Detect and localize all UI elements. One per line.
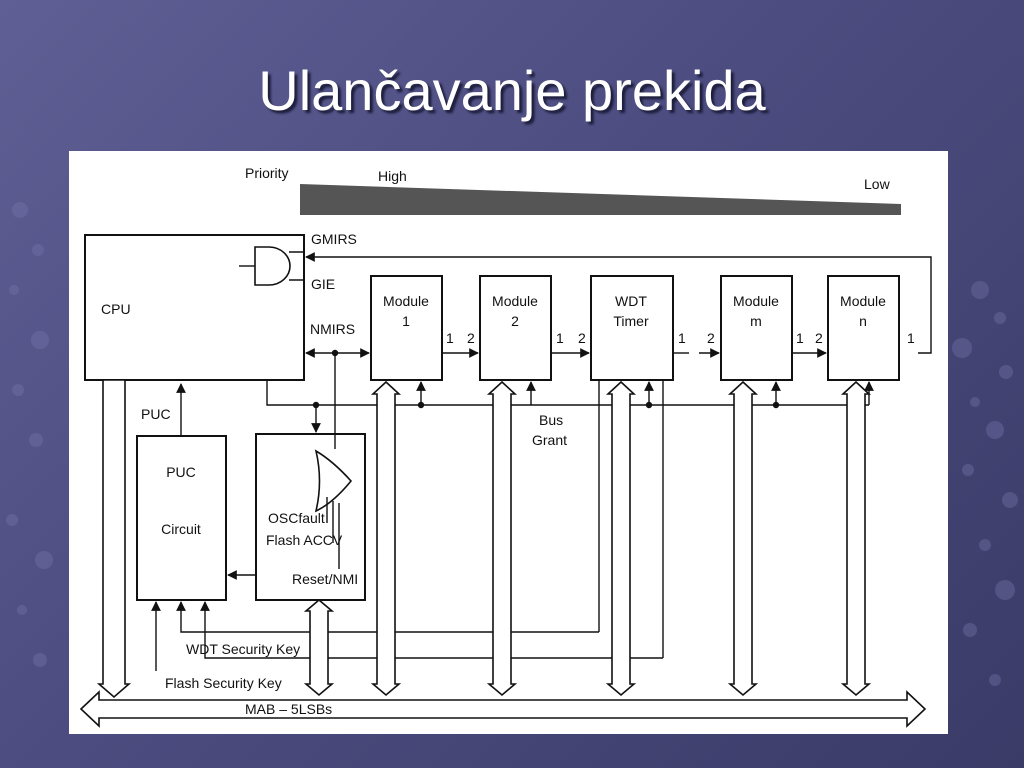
gie-label: GIE [311, 276, 335, 292]
mab-bus [79, 690, 927, 728]
wdt-timer-block [590, 275, 674, 381]
module-m-label-line2: m [750, 313, 762, 329]
bus-grant-label-line1: Bus [539, 412, 563, 428]
bus-arrow-module-1 [370, 380, 402, 697]
junction-dot [417, 401, 425, 409]
diagram-svg: Priority High Low CPU GMIRS GIE NMIRS Mo… [79, 165, 932, 728]
pin-label-module-2-in: 2 [467, 330, 475, 346]
wdt-timer-label-line1: WDT [615, 293, 647, 309]
bus-arrow-module-2 [486, 380, 518, 697]
priority-low-label: Low [864, 176, 891, 192]
and-gate-input-gie [289, 279, 305, 285]
bus-arrow-wdt [605, 380, 637, 697]
pin-label-module-m-out: 1 [796, 330, 804, 346]
nmi-source-block [255, 433, 366, 601]
bus-grant-wire [266, 380, 869, 406]
module-m-label-line1: Module [733, 293, 779, 309]
bus-arrow-module-n [840, 380, 872, 697]
and-gate-input-gmirs [289, 247, 305, 253]
bus-arrow-nmi [303, 598, 335, 697]
puc-circuit-block [136, 435, 227, 601]
junction-dot [645, 401, 653, 409]
module-1-block [370, 275, 443, 381]
pin-label-wdt-out: 1 [678, 330, 686, 346]
module-1-label-line1: Module [383, 293, 429, 309]
pin-label-module-n-out: 1 [907, 330, 915, 346]
module-n-label-line1: Module [840, 293, 886, 309]
puc-circuit-label-line2: Circuit [161, 521, 201, 537]
pin-label-module-n-in: 2 [815, 330, 823, 346]
priority-bar [300, 184, 901, 215]
wdt-timer-label-line2: Timer [613, 313, 649, 329]
interrupt-chain-diagram: Priority High Low CPU GMIRS GIE NMIRS Mo… [69, 151, 948, 734]
oscfault-label: OSCfault [268, 510, 325, 526]
junction-dot [312, 401, 320, 409]
module-n-block [827, 275, 900, 381]
module-n-label-line2: n [859, 313, 867, 329]
reset-nmi-label: Reset/NMI [292, 571, 358, 587]
module-2-label-line2: 2 [511, 313, 519, 329]
puc-signal-label: PUC [141, 406, 171, 422]
gmirs-label: GMIRS [311, 231, 357, 247]
pin-label-wdt-in: 2 [578, 330, 586, 346]
module-2-label-line1: Module [492, 293, 538, 309]
module-1-label-line2: 1 [402, 313, 410, 329]
cpu-label: CPU [101, 301, 131, 317]
bus-grant-label-line2: Grant [532, 432, 567, 448]
bus-arrow-module-m [727, 380, 759, 697]
slide-title: Ulančavanje prekida [258, 59, 766, 122]
nmirs-label: NMIRS [310, 321, 355, 337]
mab-bus-label: MAB – 5LSBs [245, 701, 332, 717]
module-m-block [720, 275, 793, 381]
pin-label-module-m-in: 2 [707, 330, 715, 346]
flash-security-key-label: Flash Security Key [165, 675, 282, 691]
priority-high-label: High [378, 168, 407, 184]
pin-label-module-2-out: 1 [556, 330, 564, 346]
wdt-security-key-wire [176, 601, 599, 633]
priority-label: Priority [245, 165, 289, 181]
gmirs-feedback-wire [305, 252, 932, 354]
bus-arrow-cpu [96, 379, 132, 699]
wdt-security-key-label: WDT Security Key [186, 641, 300, 657]
module-2-block [479, 275, 552, 381]
flash-accv-label: Flash ACCV [266, 532, 343, 548]
pin-label-module-1-out: 1 [446, 330, 454, 346]
and-gate [254, 246, 291, 286]
puc-circuit-label-line1: PUC [166, 464, 196, 480]
junction-dot [772, 401, 780, 409]
or-gate [314, 449, 353, 513]
